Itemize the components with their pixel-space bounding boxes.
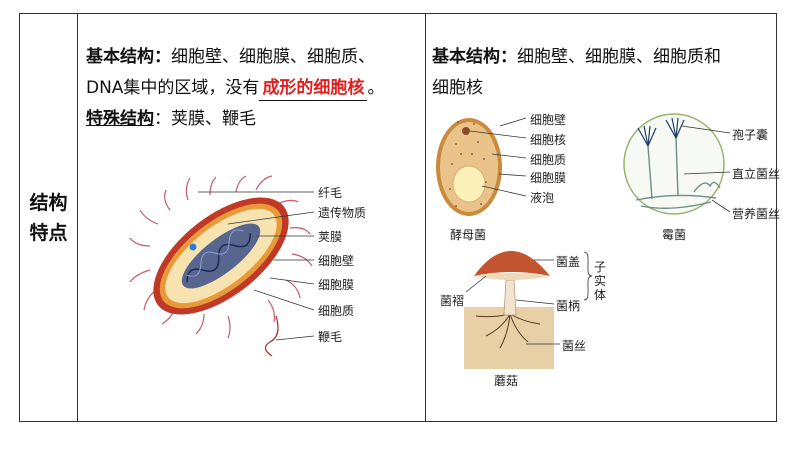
bacterium-label-cytoplasm: 细胞质 — [318, 304, 355, 318]
bacteria-line3: 特殊结构：荚膜、鞭毛 — [86, 104, 256, 134]
fungi-cell: 基本结构：细胞壁、细胞膜、细胞质和 细胞核 — [426, 14, 780, 421]
row-header-cell: 结构 特点 — [20, 14, 78, 421]
mushroom-label-gills: 菌褶 — [440, 294, 465, 308]
mold-name: 霉菌 — [662, 228, 687, 242]
bacterium-label-wall: 细胞壁 — [318, 254, 355, 268]
bacteria-special-text: ：荚膜、鞭毛 — [154, 109, 256, 129]
structure-table: 结构 特点 基本结构：细胞壁、细胞膜、细胞质、 DNA集中的区域，没有成形的细胞… — [19, 13, 780, 422]
yeast-drawing — [436, 118, 502, 216]
fungi-line2: 细胞核 — [432, 73, 483, 103]
bacterium-label-genetic: 遗传物质 — [318, 206, 367, 220]
fungi-line1: 基本结构：细胞壁、细胞膜、细胞质和 — [432, 42, 721, 72]
mushroom-label-stalk: 菌柄 — [556, 299, 581, 313]
bacterium-label-flagellum: 鞭毛 — [318, 330, 343, 344]
fungi-line2-text: 细胞核 — [432, 78, 483, 98]
bacteria-basic-label: 基本结构： — [86, 47, 171, 67]
mushroom-label-fruit-body: 子实体 — [594, 260, 607, 302]
bacterium-illustration — [129, 175, 315, 357]
bacterium-label-membrane: 细胞膜 — [318, 278, 355, 292]
mold-label-vegetative-hyphae: 营养菌丝 — [732, 207, 781, 221]
answer-text: 成形的细胞核 — [262, 78, 365, 98]
bacteria-basic-text: 细胞壁、细胞膜、细胞质、 — [171, 47, 375, 67]
answer-blank: 成形的细胞核 — [259, 76, 368, 101]
row-header-text: 结构 特点 — [27, 188, 71, 248]
mold-label-aerial-hyphae: 直立菌丝 — [732, 167, 781, 181]
yeast-name: 酵母菌 — [450, 228, 487, 242]
yeast-label-membrane: 细胞膜 — [530, 171, 567, 185]
bacteria-line2-suffix: 。 — [367, 78, 385, 98]
fungi-basic-label: 基本结构： — [432, 47, 517, 67]
fungi-basic-text: 细胞壁、细胞膜、细胞质和 — [517, 47, 721, 67]
mushroom-drawing — [464, 251, 554, 369]
yeast-label-cytoplasm: 细胞质 — [530, 153, 567, 167]
bacteria-line2-prefix: DNA集中的区域，没有 — [86, 78, 260, 98]
bacteria-line2: DNA集中的区域，没有成形的细胞核。 — [86, 73, 384, 103]
mushroom-name: 蘑菇 — [494, 374, 519, 388]
row-header-line1: 结构 — [29, 191, 68, 214]
bacteria-special-label: 特殊结构 — [86, 109, 154, 129]
row-header-line2: 特点 — [29, 221, 68, 244]
mold-label-sporangium: 孢子囊 — [732, 128, 769, 142]
yeast-label-wall: 细胞壁 — [530, 113, 567, 127]
fungi-illustrations — [436, 113, 731, 369]
bacterium-label-pili: 纤毛 — [318, 186, 343, 200]
mold-drawing — [623, 113, 725, 215]
bacterium-label-capsule: 荚膜 — [318, 230, 343, 244]
bacteria-line1: 基本结构：细胞壁、细胞膜、细胞质、 — [86, 42, 375, 72]
mushroom-label-hyphae: 菌丝 — [562, 339, 587, 353]
yeast-label-vacuole: 液泡 — [530, 191, 555, 205]
mushroom-label-cap: 菌盖 — [556, 255, 581, 269]
bacteria-cell: 基本结构：细胞壁、细胞膜、细胞质、 DNA集中的区域，没有成形的细胞核。 特殊结… — [78, 14, 426, 421]
yeast-label-nucleus: 细胞核 — [530, 133, 567, 147]
